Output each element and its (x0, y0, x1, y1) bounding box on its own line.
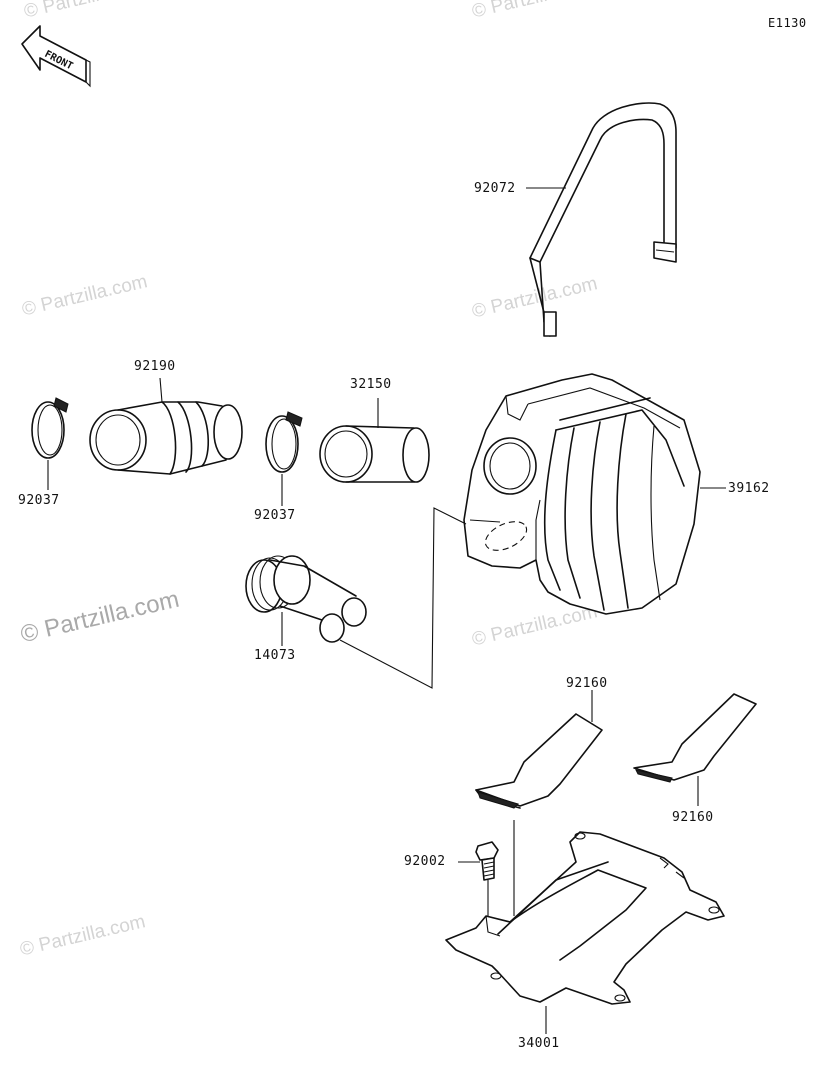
housing-part (463, 373, 701, 615)
part-label-housing: 39162 (728, 481, 770, 496)
plate-upper-part (475, 713, 603, 809)
snorkel-part (245, 555, 367, 643)
bolt-part (475, 841, 499, 920)
part-label-snorkel: 14073 (254, 648, 296, 663)
part-label-bracket: 34001 (518, 1036, 560, 1051)
strap-part (529, 102, 677, 337)
leader-lines (47, 187, 726, 1034)
front-arrow-icon: FRONT (21, 25, 91, 88)
clamp-left-part (31, 397, 69, 459)
clamp-right-part (265, 411, 303, 473)
bracket-part (445, 820, 725, 1005)
part-label-cap: 32150 (350, 377, 392, 392)
cap-part (319, 425, 430, 483)
leader-line (339, 507, 467, 689)
part-label-clamp-left: 92037 (18, 493, 60, 508)
part-label-duct: 92190 (134, 359, 176, 374)
duct-part (89, 401, 243, 475)
part-label-strap: 92072 (474, 181, 516, 196)
part-label-clamp-right: 92037 (254, 508, 296, 523)
part-label-bolt: 92002 (404, 854, 446, 869)
part-label-plate-lower: 92160 (672, 810, 714, 825)
diagram-code: E1130 (768, 16, 807, 30)
plate-lower-part (633, 693, 757, 783)
part-label-plate-upper: 92160 (566, 676, 608, 691)
